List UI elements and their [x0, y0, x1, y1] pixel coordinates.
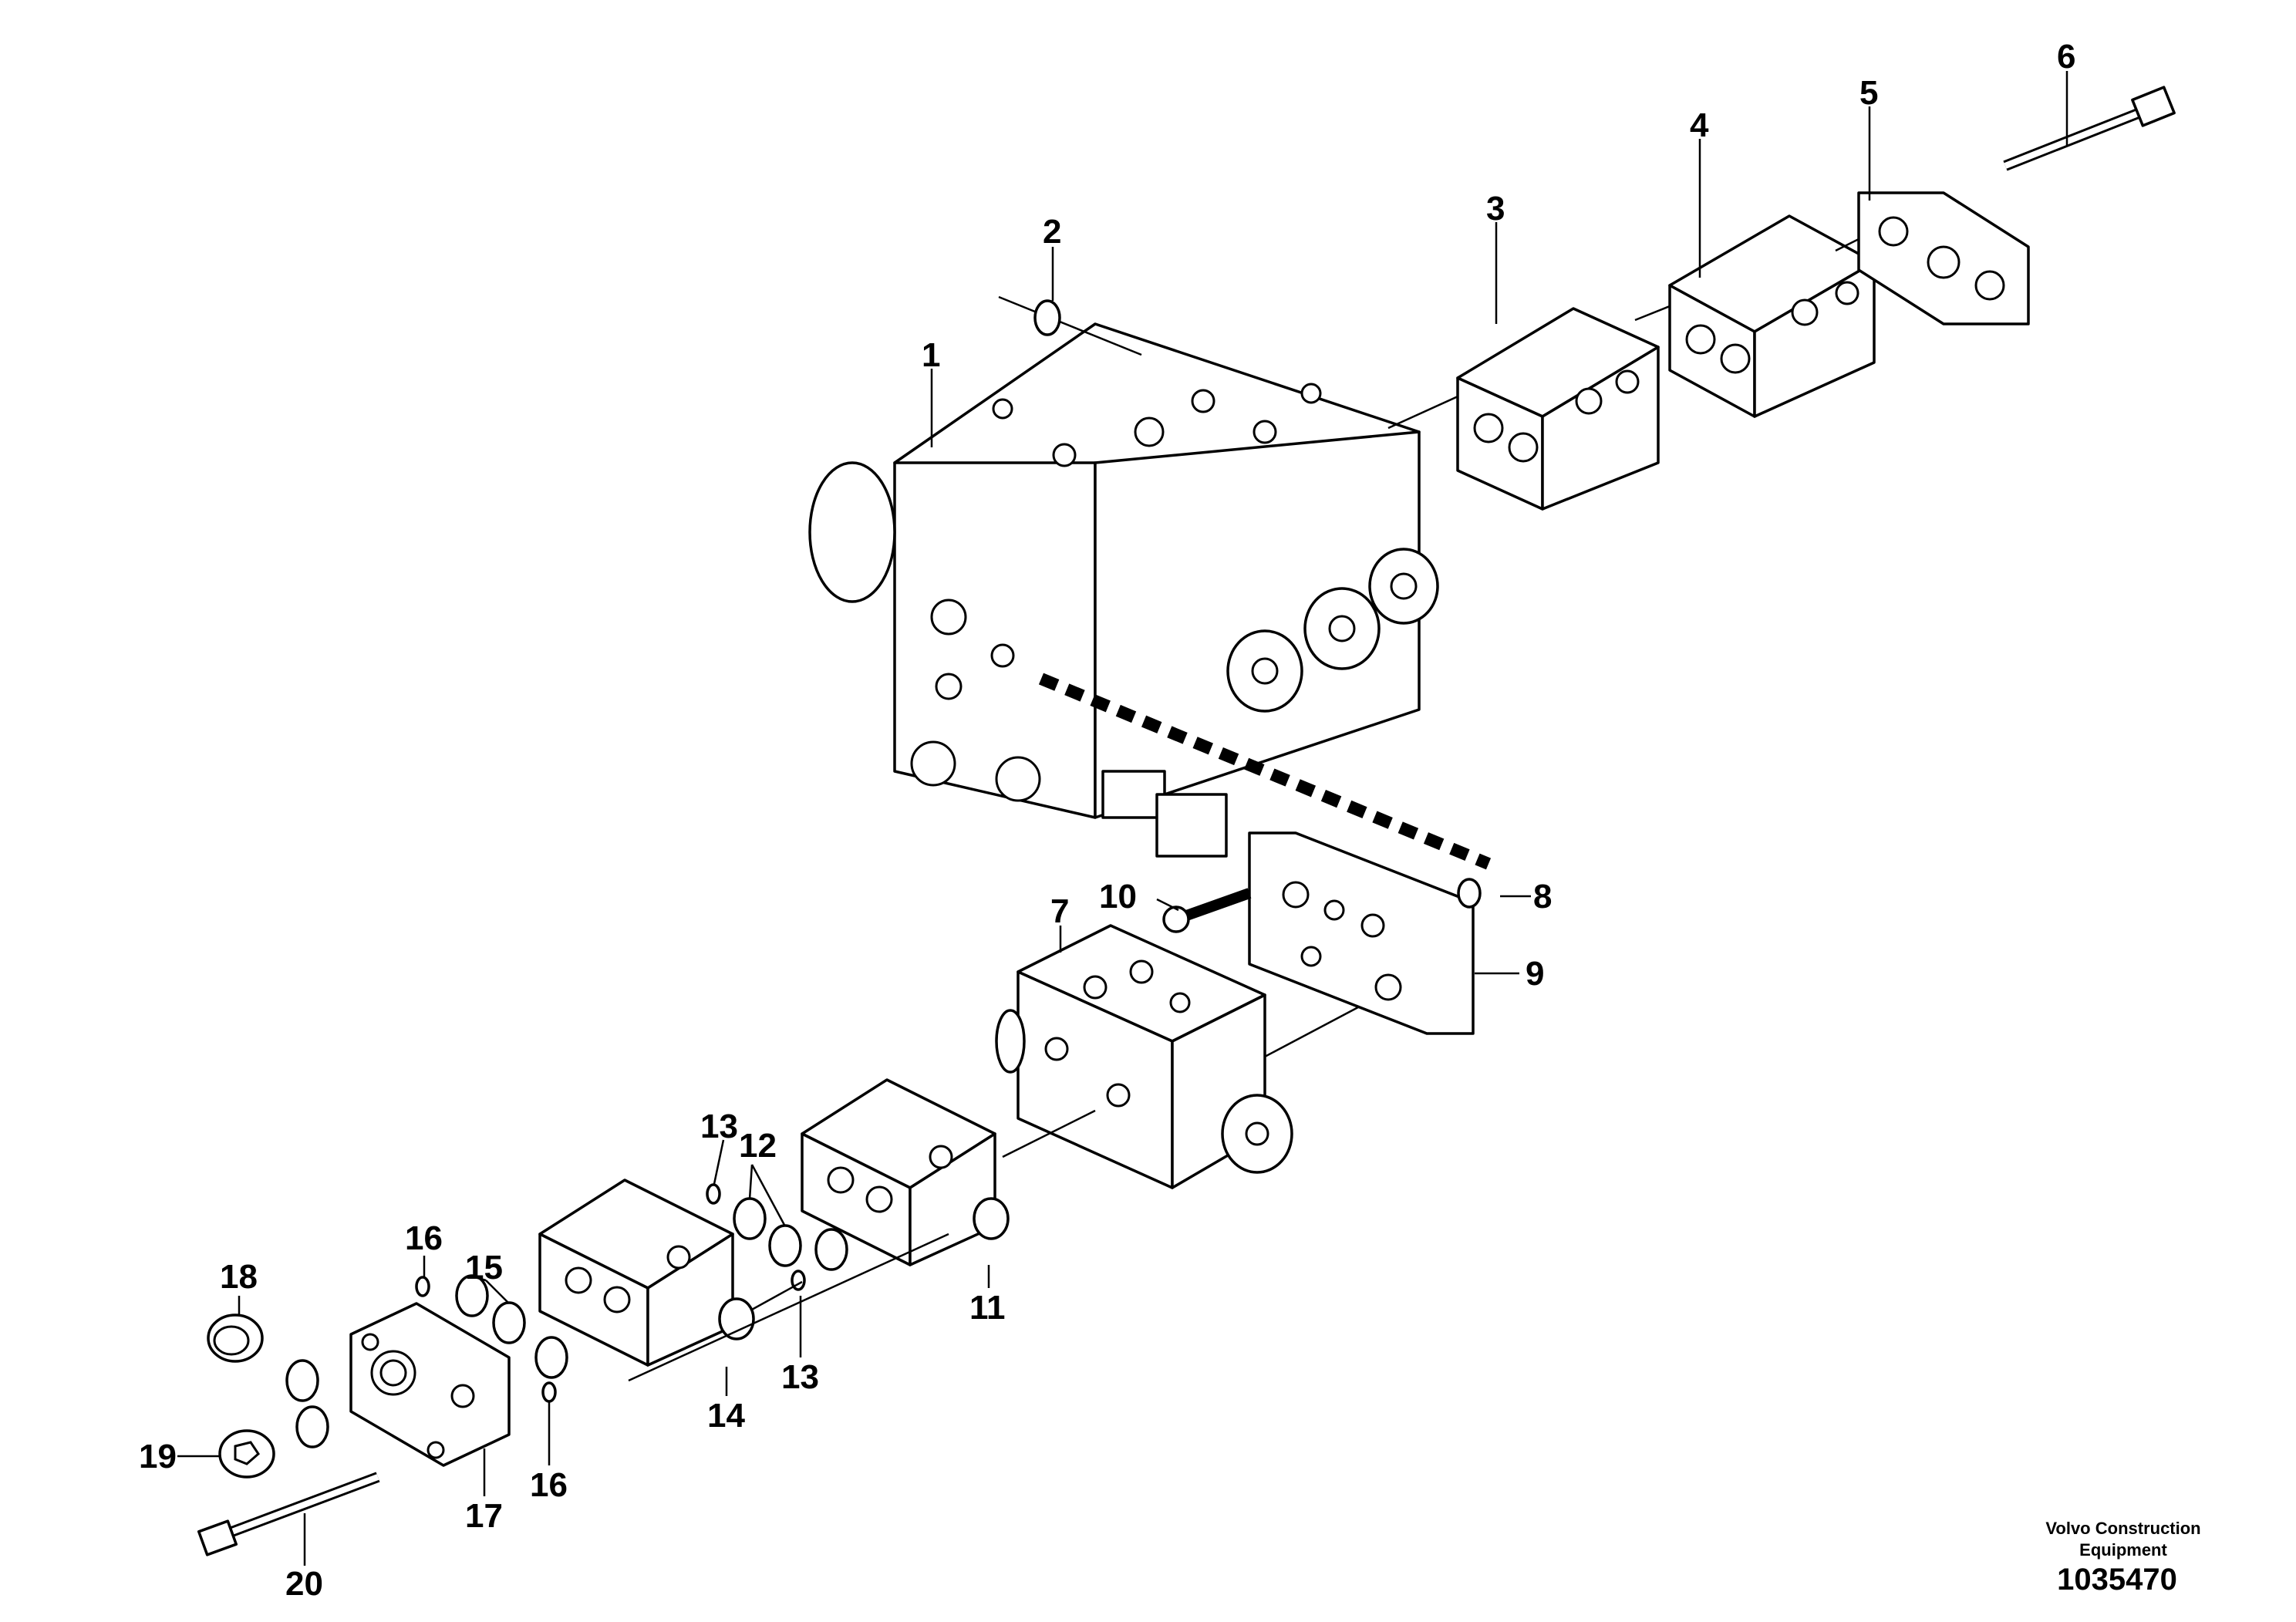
part-17-end-cover — [349, 1302, 511, 1467]
callout-4: 4 — [1690, 106, 1709, 144]
company-name: Volvo Construction Equipment — [2045, 1519, 2201, 1560]
part-2-o-ring — [998, 295, 1142, 356]
callout-9: 9 — [1526, 955, 1544, 993]
alignment-dashed-line — [1038, 673, 1492, 870]
part-18-plug — [207, 1313, 319, 1402]
callout-11: 11 — [969, 1289, 1006, 1327]
callout-10: 10 — [1099, 878, 1137, 916]
callout-16-upper: 16 — [405, 1219, 443, 1257]
part-6-bolt — [2003, 86, 2176, 171]
callout-13-upper: 13 — [700, 1108, 738, 1145]
part-4-valve-section — [1634, 214, 1876, 418]
part-9-adapter-plate — [1248, 831, 1475, 1058]
part-8-seal — [1457, 878, 1482, 909]
part-16-seal-lower — [541, 1381, 557, 1403]
callout-15: 15 — [465, 1249, 503, 1286]
part-20-bolt — [197, 1472, 380, 1556]
part-1-main-valve-block — [808, 322, 1439, 858]
callout-17: 17 — [465, 1497, 503, 1535]
part-11-valve-section — [801, 1078, 1096, 1266]
part-14-valve-section — [538, 1179, 949, 1382]
part-3-valve-section — [1387, 307, 1660, 511]
callout-16-lower: 16 — [530, 1466, 568, 1504]
callout-7: 7 — [1050, 892, 1069, 930]
callout-2: 2 — [1043, 213, 1061, 251]
part-10-screw — [1162, 888, 1252, 933]
callout-6: 6 — [2057, 38, 2075, 76]
callout-14: 14 — [707, 1397, 745, 1435]
part-19-plug — [218, 1405, 329, 1479]
callout-12: 12 — [739, 1127, 777, 1165]
callout-18: 18 — [220, 1258, 258, 1296]
callout-1: 1 — [922, 336, 940, 374]
part-12-o-rings — [733, 1164, 848, 1271]
callout-19: 19 — [139, 1438, 177, 1475]
callout-8: 8 — [1533, 878, 1552, 916]
part-15-o-rings — [455, 1274, 568, 1379]
callout-20: 20 — [285, 1565, 323, 1603]
callout-3: 3 — [1486, 190, 1505, 228]
callout-13-lower: 13 — [781, 1358, 819, 1396]
part-5-end-plate — [1835, 191, 2030, 325]
drawing-number: 1035470 — [2057, 1563, 2177, 1597]
part-13-seal-upper — [706, 1183, 721, 1205]
part-16-seal-upper — [415, 1276, 430, 1297]
callout-leaders — [177, 71, 2068, 1566]
callout-5: 5 — [1859, 74, 1878, 112]
part-7-intermediate-block — [995, 924, 1293, 1189]
